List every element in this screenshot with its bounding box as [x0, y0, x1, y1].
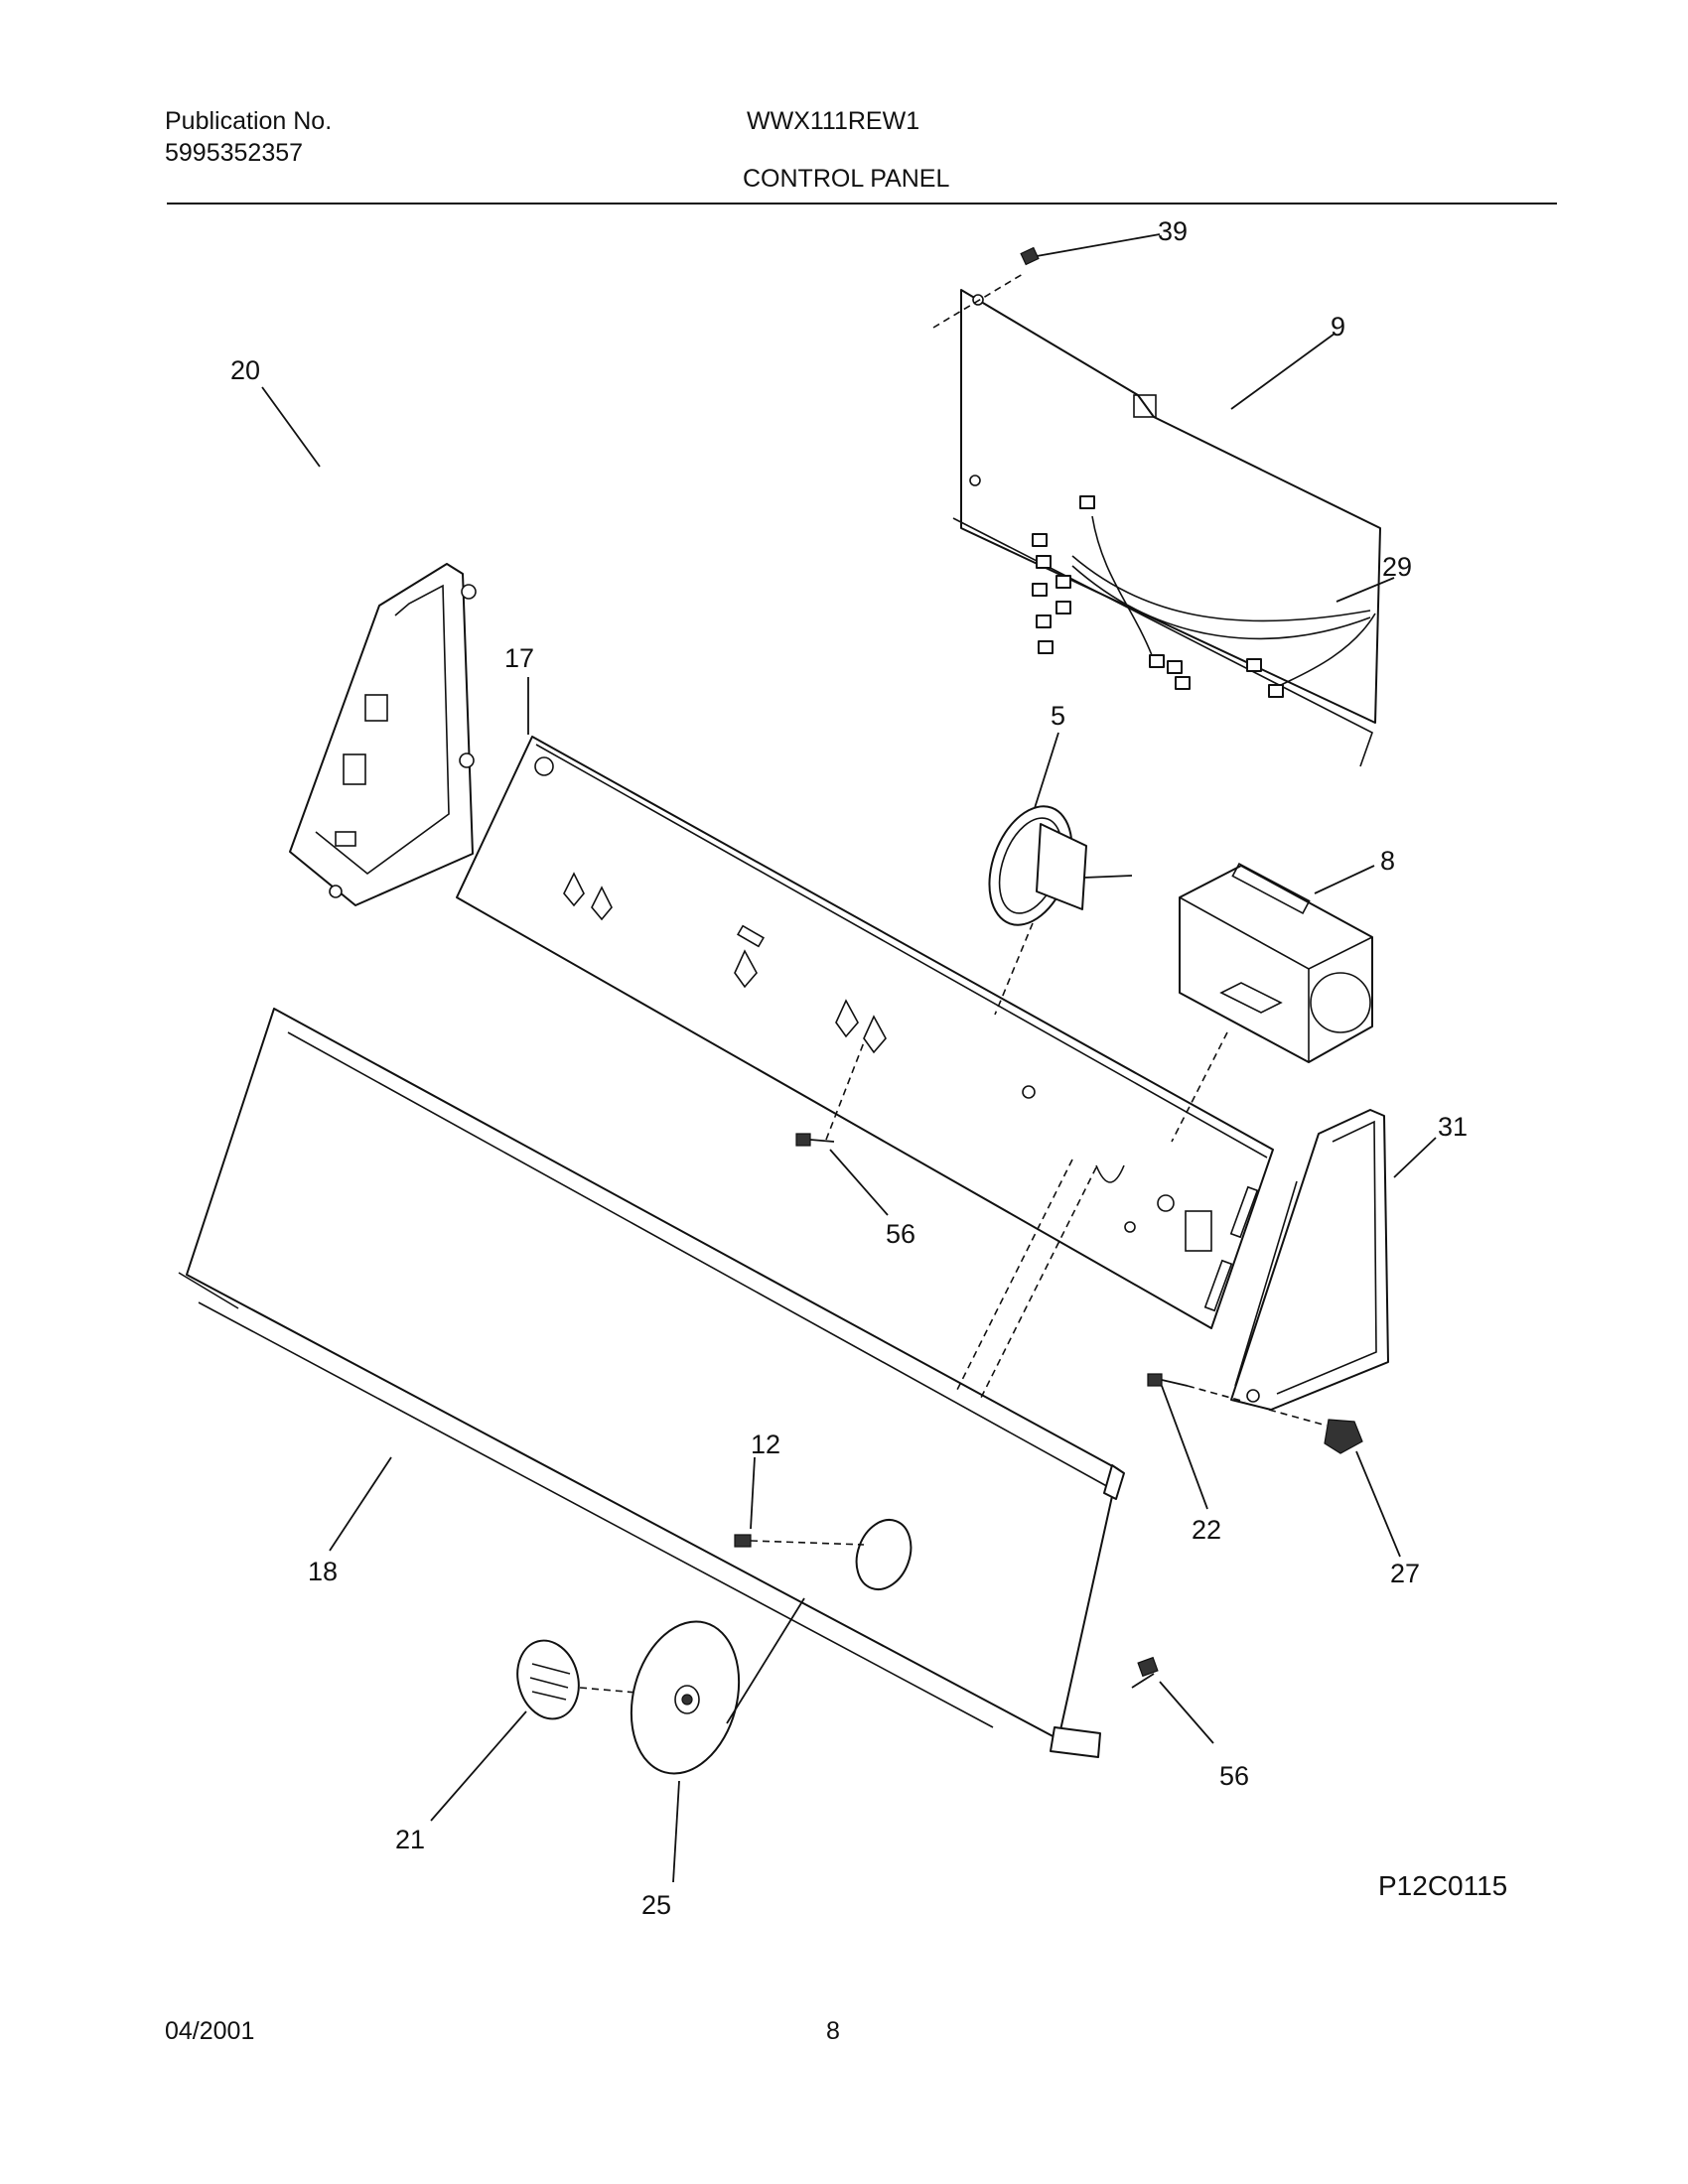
- model-number: WWX111REW1: [747, 107, 920, 135]
- switch-5-guide: [994, 922, 1034, 1016]
- page-number: 8: [826, 2017, 840, 2045]
- callout-12: 12: [751, 1430, 780, 1459]
- panel-guide-a: [956, 1159, 1073, 1391]
- callout-5: 5: [1051, 701, 1065, 731]
- callout-18: 18: [308, 1557, 338, 1586]
- part-56-screw-upper: [795, 1041, 865, 1147]
- part-17-control-panel: [456, 736, 1274, 1329]
- drawing-code: P12C0115: [1378, 1870, 1508, 1901]
- callout-25: 25: [641, 1890, 671, 1920]
- part-18-console: [178, 1008, 1125, 1758]
- callout-39: 39: [1158, 216, 1188, 246]
- callout-22: 22: [1192, 1515, 1221, 1545]
- publication-date: 04/2001: [165, 2017, 255, 2045]
- part-27-insert: [1268, 1409, 1363, 1454]
- part-12-screw: [734, 1534, 865, 1548]
- callout-56-lower: 56: [1219, 1761, 1249, 1791]
- part-56-screw-lower: [1131, 1656, 1159, 1689]
- callout-17: 17: [504, 643, 534, 673]
- publication-number: 5995352357: [165, 139, 304, 167]
- callout-8: 8: [1380, 846, 1395, 876]
- part-22-screw: [1147, 1373, 1246, 1403]
- callout-labels: 39 9 29 20 17 5 8 31 56 12 22 27 18 21 2…: [230, 216, 1468, 1920]
- screw-39-guide: [932, 273, 1024, 329]
- part-39-screw: [1020, 246, 1040, 266]
- callout-29: 29: [1382, 552, 1412, 582]
- callout-9: 9: [1331, 312, 1345, 341]
- timer-8-guide: [1171, 1031, 1228, 1143]
- publication-label: Publication No.: [165, 107, 333, 135]
- leader-lines: [261, 233, 1437, 1883]
- part-29-wire-harness: [1032, 495, 1376, 698]
- part-8-timer: [1179, 862, 1373, 1063]
- callout-20: 20: [230, 355, 260, 385]
- part-20-left-end-cap: [289, 563, 477, 906]
- callout-21: 21: [395, 1825, 425, 1854]
- panel-guide-b: [978, 1166, 1097, 1403]
- header-rule: [167, 203, 1557, 205]
- part-31-right-end-cap: [1230, 1109, 1389, 1411]
- part-5-selector-switch: [988, 805, 1133, 926]
- callout-31: 31: [1438, 1112, 1468, 1142]
- callout-56-upper: 56: [886, 1219, 915, 1249]
- part-9-rear-bracket: [952, 289, 1381, 767]
- section-title: CONTROL PANEL: [743, 165, 950, 193]
- part-25-dial: [630, 1597, 805, 1775]
- callout-27: 27: [1390, 1559, 1420, 1588]
